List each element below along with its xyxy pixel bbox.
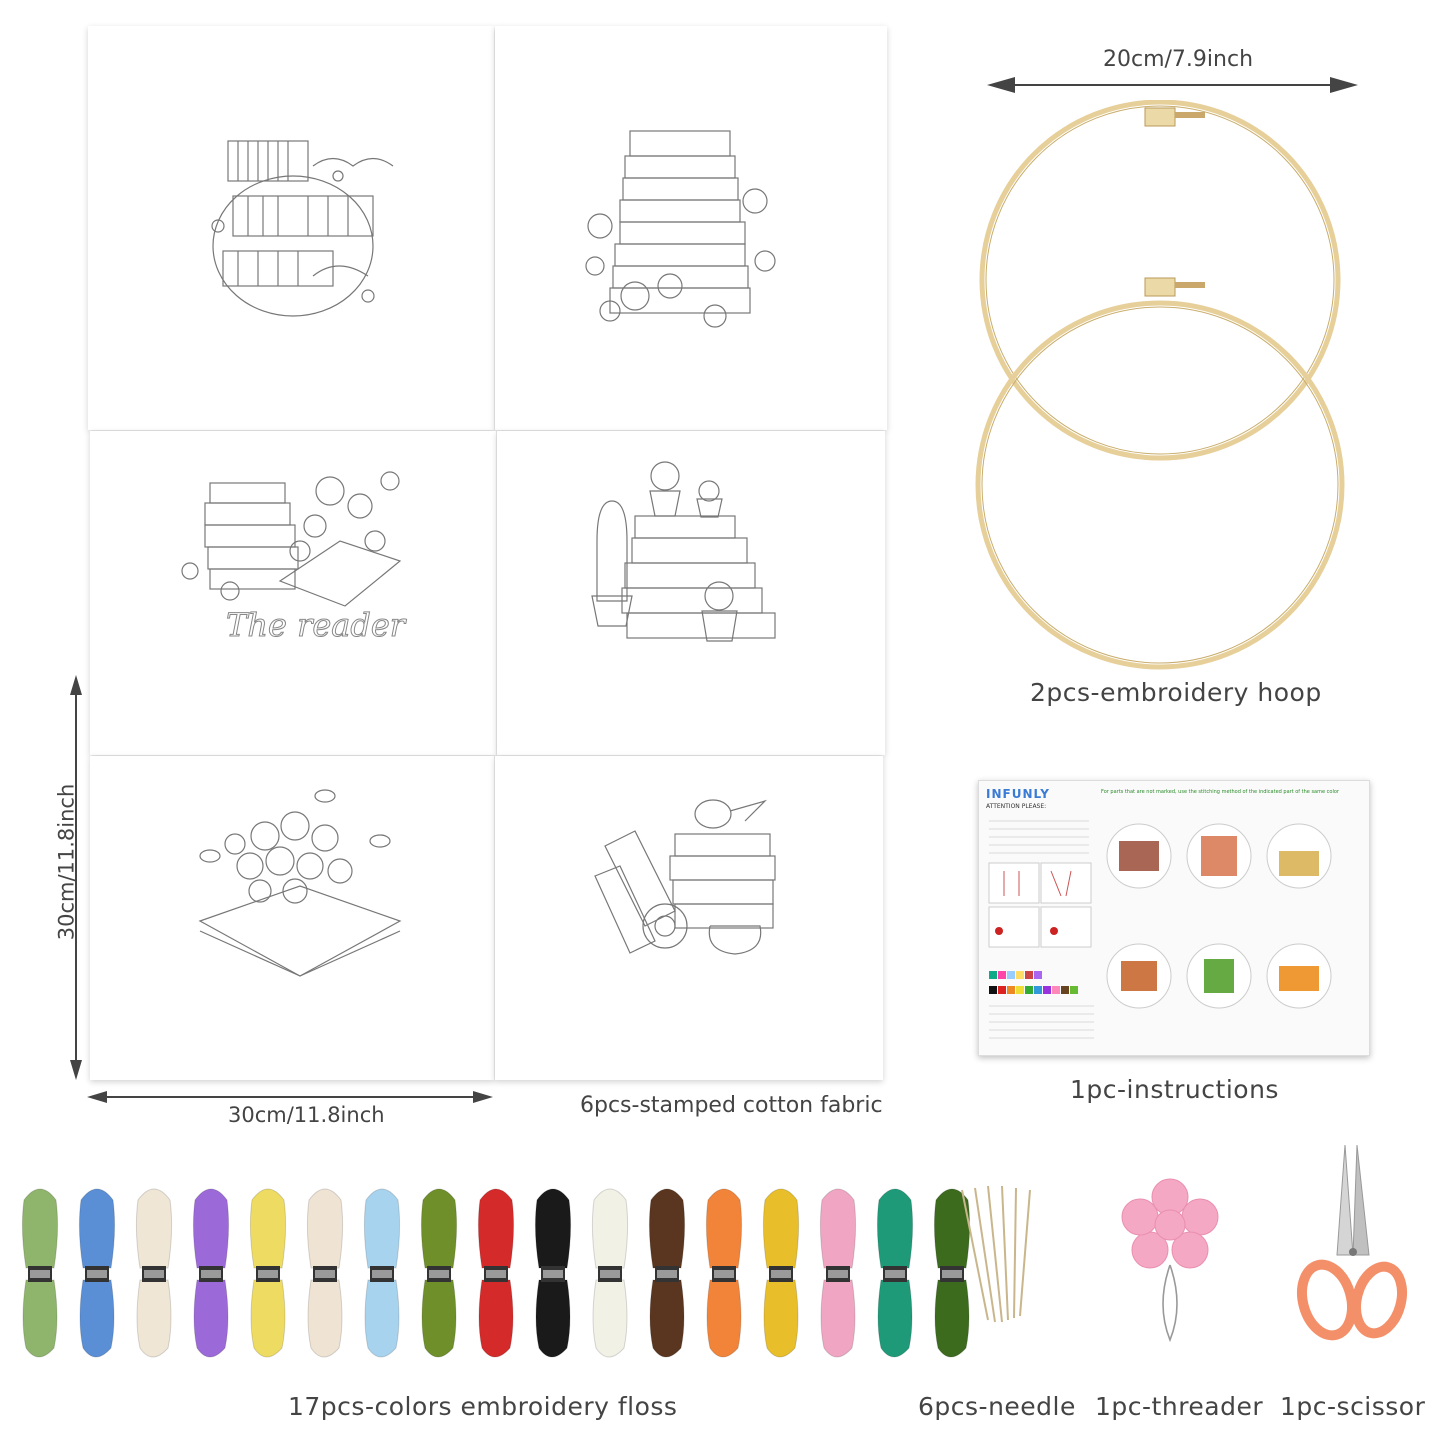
fabric-width-arrow-icon (87, 1091, 493, 1103)
bird-books-sunflower-pattern-icon (594, 799, 776, 955)
floss-skein-icon (420, 1188, 458, 1358)
fabric-label: 6pcs-stamped cotton fabric (580, 1093, 883, 1118)
fabric-height-label: 30cm/11.8inch (54, 783, 79, 941)
instructions-attention: ATTENTION PLEASE: (986, 803, 1047, 810)
floss-skein-icon (78, 1188, 116, 1358)
floss-skein-icon (705, 1188, 743, 1358)
fabric-height-arrow-icon (70, 675, 82, 1080)
flower-book-bees-pattern-icon (198, 789, 402, 977)
needles-icon (961, 1185, 1031, 1323)
floss-skein-icon (192, 1188, 230, 1358)
bookshelf-pattern-icon (211, 140, 394, 317)
floss-skein-icon (819, 1188, 857, 1358)
floss-skein-icon (135, 1188, 173, 1358)
floss-skein-icon (762, 1188, 800, 1358)
instructions-diagram-icon (988, 820, 1332, 1039)
floss-skein-icon (876, 1188, 914, 1358)
fabric-panel-2 (495, 26, 887, 430)
floss-skein-icon (648, 1188, 686, 1358)
floss-skein-icon (21, 1188, 59, 1358)
threader-label: 1pc-threader (1095, 1392, 1264, 1421)
instructions-sheet: INFUNLY For parts that are not marked, u… (978, 780, 1370, 1056)
fabric-panel-4 (497, 431, 885, 755)
hoop-label: 2pcs-embroidery hoop (1030, 678, 1322, 707)
floss-skein-icon (306, 1188, 344, 1358)
the-reader-text: The reader (225, 606, 406, 645)
cactus-books-pattern-icon (591, 461, 776, 642)
the-reader-pattern-icon (181, 471, 402, 607)
floss-skein-icon (933, 1188, 971, 1358)
floss-skein-icon (249, 1188, 287, 1358)
fabric-panel-3: The reader (90, 431, 496, 755)
instructions-label: 1pc-instructions (1070, 1075, 1279, 1104)
book-stack-flowers-pattern-icon (585, 130, 776, 328)
fabric-width-label: 30cm/11.8inch (228, 1103, 385, 1127)
instructions-logo: INFUNLY (986, 787, 1050, 801)
fabric-panel-6 (495, 756, 883, 1080)
instructions-header-note: For parts that are not marked, use the s… (1101, 789, 1339, 795)
floss-skein-icon (363, 1188, 401, 1358)
floss-skein-icon (591, 1188, 629, 1358)
scissor-icon (1297, 1144, 1408, 1341)
needle-label: 6pcs-needle (918, 1392, 1076, 1421)
floss-skein-icon (534, 1188, 572, 1358)
floss-skein-icon (477, 1188, 515, 1358)
embroidery-hoop-icon (975, 100, 1345, 670)
scissor-label: 1pc-scissor (1280, 1392, 1426, 1421)
fabric-panel-1 (88, 26, 494, 430)
floss-label: 17pcs-colors embroidery floss (288, 1392, 678, 1421)
fabric-panel-5 (90, 756, 494, 1080)
hoop-dimension-label: 20cm/7.9inch (1103, 47, 1254, 72)
threader-icon (1121, 1178, 1219, 1343)
floss-row (20, 1180, 971, 1360)
hoop-width-arrow-icon (987, 77, 1358, 93)
